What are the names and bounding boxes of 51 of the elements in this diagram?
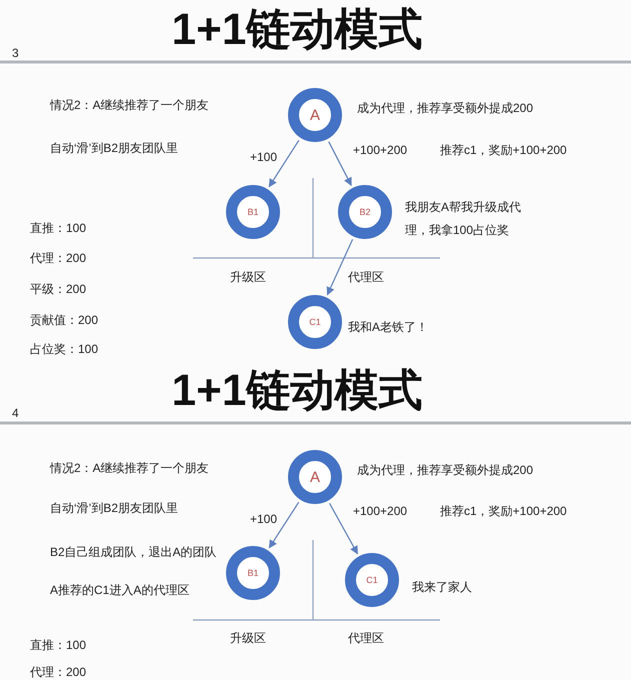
- text-label: 情况2：A继续推荐了一个朋友: [50, 460, 209, 476]
- ring-node: [288, 450, 342, 504]
- text-label: 推荐c1，奖励+100+200: [440, 142, 567, 158]
- ring-node: [345, 553, 399, 607]
- node-note: 成为代理，推荐享受额外提成200: [357, 462, 534, 478]
- edge-label: +100: [250, 511, 278, 527]
- node-label: C1: [309, 317, 321, 327]
- node-label: B1: [247, 207, 258, 217]
- edge-label: +100+200: [353, 503, 408, 519]
- arrow: [328, 141, 352, 186]
- arrow: [268, 140, 300, 188]
- text-label: A推荐的C1进入A的代理区: [50, 582, 190, 598]
- ring-node: [288, 295, 342, 349]
- text-label: 自动‘滑’到B2朋友团队里: [50, 140, 178, 156]
- text-label: 推荐c1，奖励+100+200: [440, 503, 567, 519]
- ring-node: [226, 185, 280, 239]
- node-label: B2: [359, 207, 370, 217]
- text-label: 升级区: [230, 630, 266, 646]
- ring-node: [226, 546, 280, 600]
- node-note: 成为代理，推荐享受额外提成200: [357, 100, 534, 116]
- node-note: 我朋友A帮我升级成代理，我拿100占位奖: [405, 199, 522, 239]
- text-label: 平级：200: [30, 281, 86, 297]
- text-label: 代理区: [348, 269, 384, 285]
- text-label: 贡献值：200: [30, 312, 98, 328]
- text-label: 直推：100: [30, 220, 86, 236]
- node-note: 我来了家人: [412, 579, 472, 595]
- node-note: 我和A老铁了！: [348, 319, 428, 335]
- slide-title: 1+1链动模式: [172, 5, 422, 55]
- slide-number: 4: [12, 405, 19, 421]
- text-label: 占位奖：100: [30, 341, 98, 357]
- text-label: 升级区: [230, 269, 266, 285]
- node-label: C1: [366, 575, 378, 585]
- edge-label: +100: [250, 149, 278, 165]
- slide-title: 1+1链动模式: [172, 366, 422, 416]
- text-label: 代理区: [348, 630, 384, 646]
- text-label: 代理：200: [30, 664, 86, 680]
- arrow: [268, 502, 300, 548]
- node-label: A: [310, 106, 320, 124]
- node-label: B1: [247, 568, 258, 578]
- ring-node: [288, 88, 342, 142]
- text-label: 自动‘滑’到B2朋友团队里: [50, 500, 178, 516]
- text-label: B2自己组成团队，退出A的团队: [50, 544, 217, 560]
- text-label: 直推：100: [30, 637, 86, 653]
- text-label: 代理：200: [30, 250, 86, 266]
- arrow: [329, 502, 358, 554]
- edge-label: +100+200: [353, 142, 408, 158]
- text-label: 情况2：A继续推荐了一个朋友: [50, 97, 209, 113]
- arrow: [326, 239, 354, 296]
- ring-node: [338, 185, 392, 239]
- slide-number: 3: [12, 45, 19, 61]
- node-label: A: [310, 468, 320, 486]
